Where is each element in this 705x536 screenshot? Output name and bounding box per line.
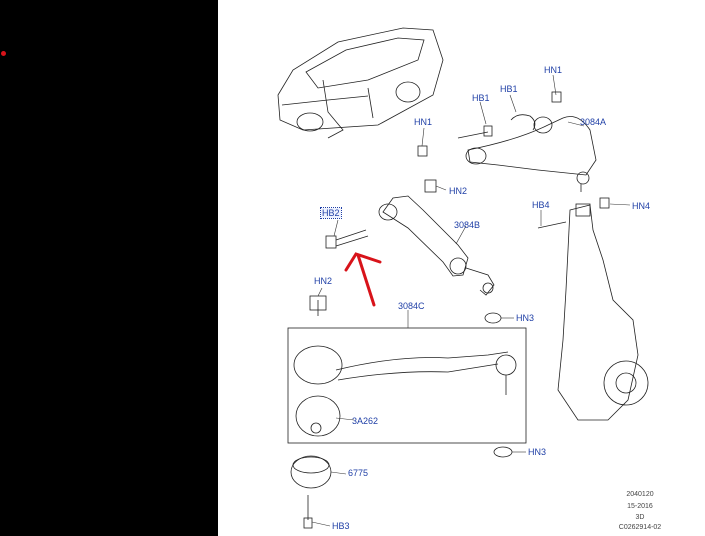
label-hb1-b[interactable]: HB1 [500, 84, 518, 94]
suspension-diagram: HN1 HB1 HB1 HN1 3084A HN2 HB2 3084B HB4 … [218, 0, 705, 536]
label-hn3-low[interactable]: HN3 [528, 447, 547, 457]
label-hn2-top[interactable]: HN2 [449, 186, 468, 196]
red-annotation-arrow [344, 252, 382, 307]
label-3084b[interactable]: 3084B [454, 220, 481, 230]
label-3a262[interactable]: 3A262 [352, 416, 379, 426]
left-black-panel [0, 0, 218, 536]
vehicle-illustration [277, 27, 444, 139]
label-hb2[interactable]: HB2 [320, 207, 342, 219]
bolts-hb1 [417, 91, 562, 157]
label-3084c[interactable]: 3084C [398, 301, 425, 311]
label-hn1-top[interactable]: HN1 [544, 65, 563, 75]
label-hb1-a[interactable]: HB1 [472, 93, 490, 103]
footer-code-4: C0262914-02 [618, 524, 662, 531]
label-hn4[interactable]: HN4 [632, 201, 651, 211]
footer-code-3: 3D [635, 514, 645, 521]
bushing-6775 [290, 455, 332, 529]
upper-control-arm [465, 116, 597, 192]
label-hb3[interactable]: HB3 [332, 521, 350, 531]
label-3084a[interactable]: 3084A [580, 117, 607, 127]
red-marker-dot [1, 51, 6, 56]
label-hn3-mid[interactable]: HN3 [516, 313, 535, 323]
label-hn2-left[interactable]: HN2 [314, 276, 333, 286]
lower-arm-assembly-box [287, 295, 527, 458]
label-hb4[interactable]: HB4 [532, 200, 550, 210]
label-hn1-left[interactable]: HN1 [414, 117, 433, 127]
steering-knuckle [537, 197, 649, 421]
footer-code-2: 15-2016 [627, 503, 653, 510]
bolt-hb2 [325, 179, 437, 249]
diagram-drawing [277, 27, 649, 529]
leader-lines [311, 74, 631, 527]
label-6775[interactable]: 6775 [348, 468, 369, 478]
footer-code-1: 2040120 [626, 491, 654, 498]
